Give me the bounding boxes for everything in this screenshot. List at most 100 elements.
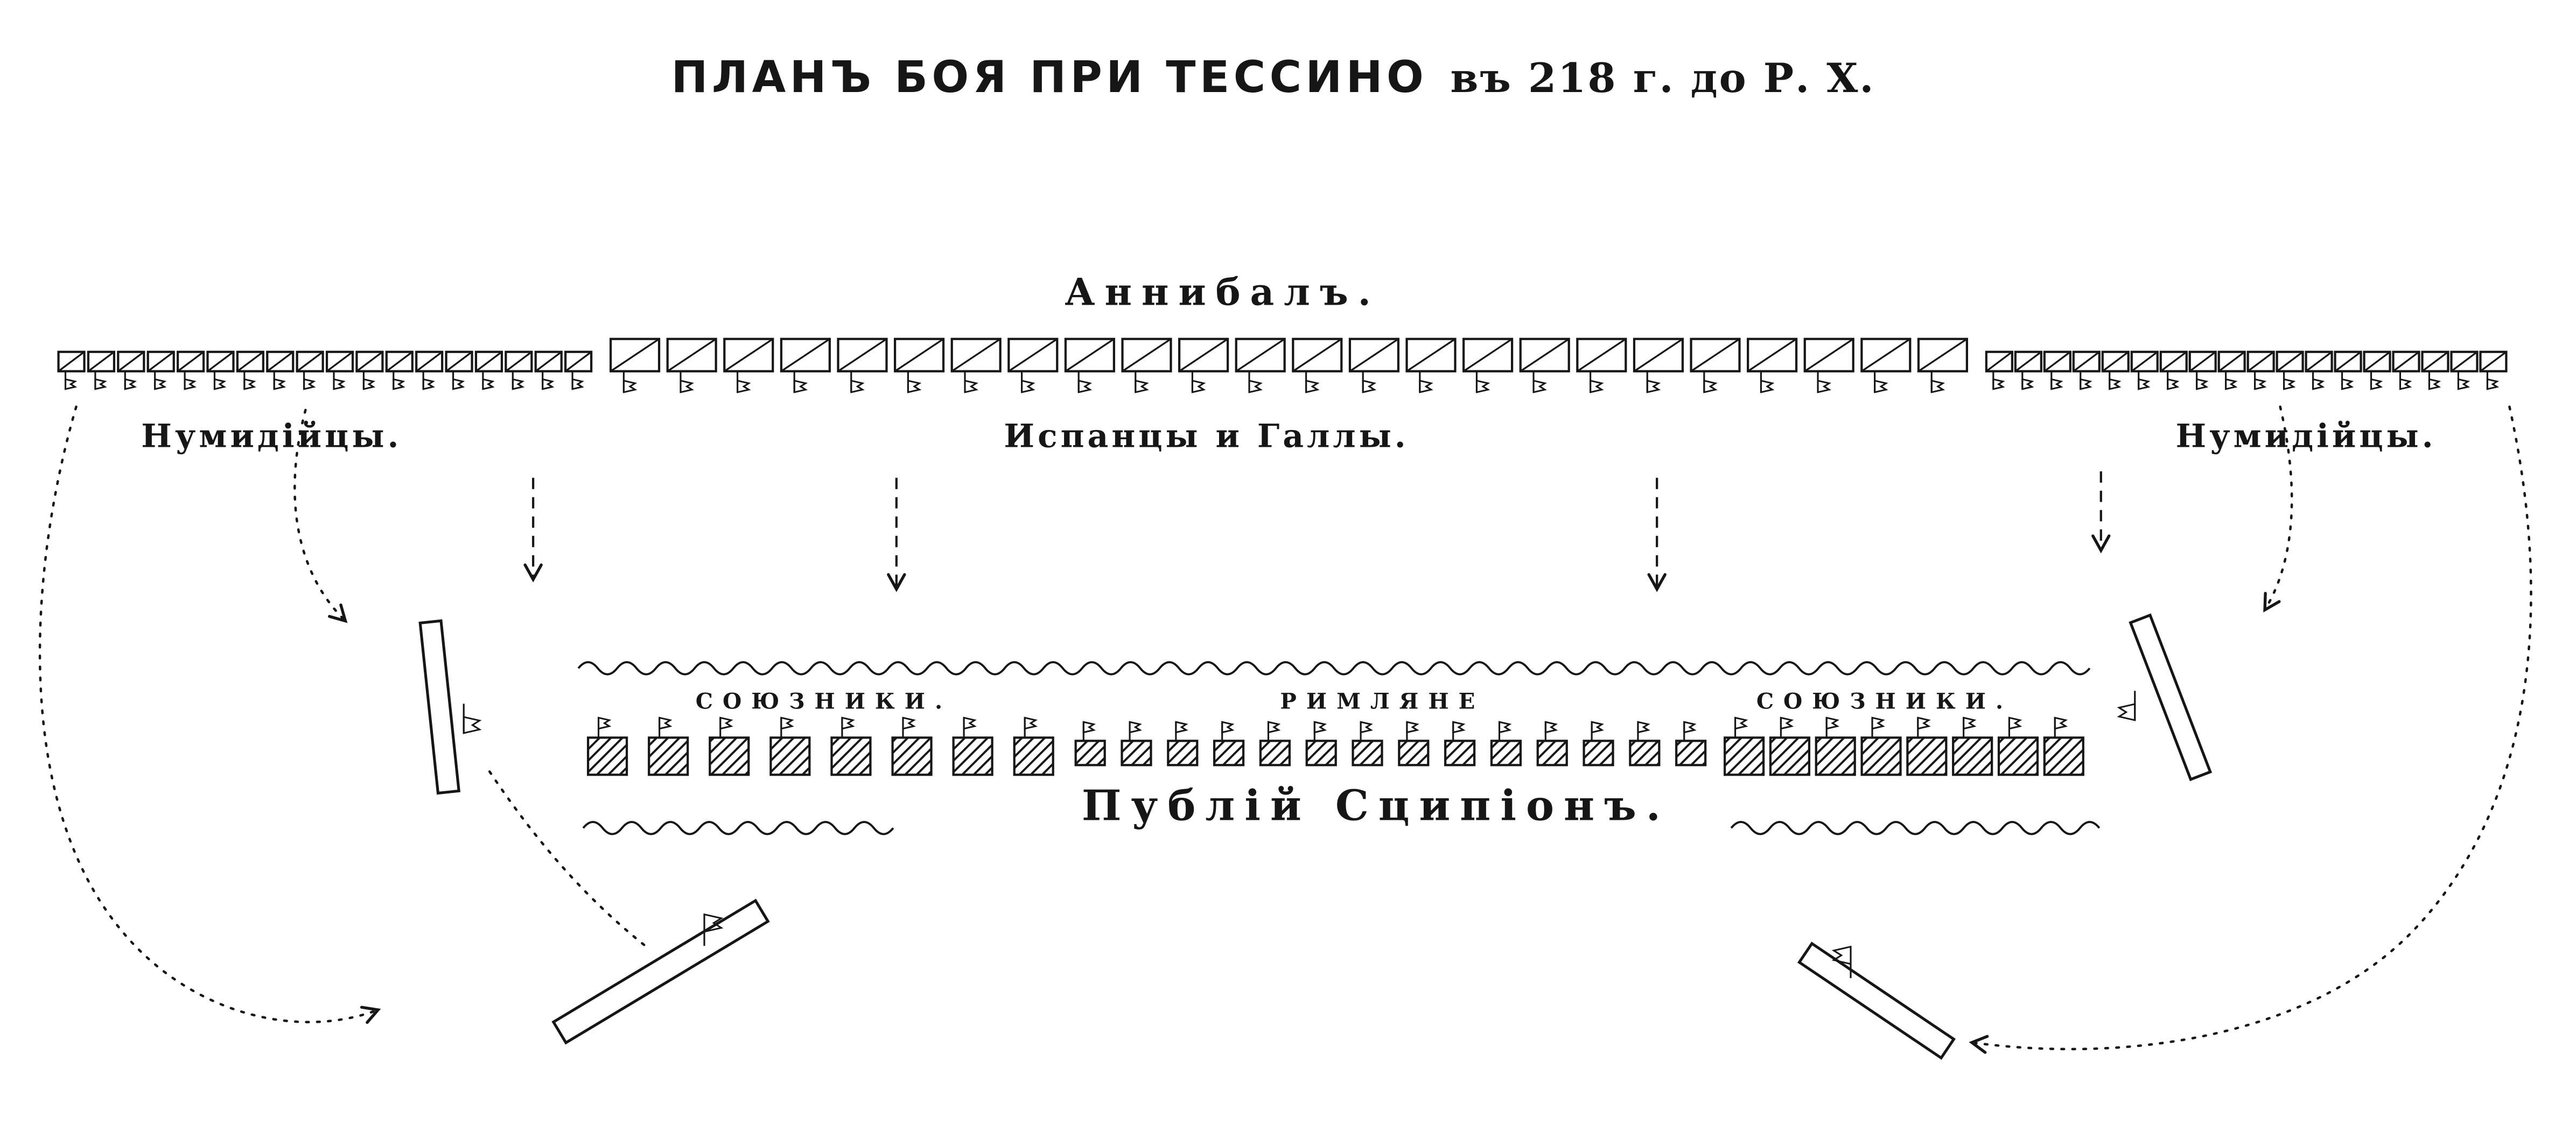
unit-box xyxy=(1013,736,1054,776)
unit-box xyxy=(2217,350,2246,372)
unit-box xyxy=(1629,740,1661,767)
flag-pennant xyxy=(2312,378,2325,390)
unit-box xyxy=(2043,736,2084,776)
page-title-main: ПЛАНЪ БОЯ ПРИ ТЕССИНО xyxy=(671,52,1428,103)
cavalry-bars-layer xyxy=(418,613,2213,1060)
flag-pennant xyxy=(1419,379,1433,393)
unit-box-diagonal xyxy=(58,351,85,372)
unit-box xyxy=(2072,350,2101,372)
flag-pennant xyxy=(2050,378,2063,390)
unit-box-diagonal xyxy=(894,338,944,372)
flag-pennant xyxy=(793,379,808,393)
unit-box xyxy=(1576,338,1627,372)
unit-box xyxy=(177,350,205,372)
formation-romans-center xyxy=(1074,721,1707,767)
unit-box xyxy=(117,350,145,372)
flag-pennant xyxy=(1021,379,1035,393)
unit-box-diagonal xyxy=(1065,338,1115,372)
unit-box-diagonal xyxy=(2480,351,2507,372)
unit-box-diagonal xyxy=(2305,351,2333,372)
flag-pennant xyxy=(2008,716,2022,730)
unit-box xyxy=(1583,740,1614,767)
formation-numidians-right xyxy=(1985,350,2508,390)
unit-box xyxy=(564,350,593,372)
flag-pennant xyxy=(1992,378,2005,390)
unit-box xyxy=(2043,350,2071,372)
unit-box-diagonal xyxy=(416,351,443,372)
unit-box xyxy=(894,338,945,372)
unit-box xyxy=(952,736,993,776)
unit-box-diagonal xyxy=(2218,351,2245,372)
unit-box-diagonal xyxy=(1747,338,1797,372)
unit-box-diagonal xyxy=(296,351,324,372)
flag-pennant xyxy=(571,378,584,390)
unit-box xyxy=(2276,350,2304,372)
flag-pennant xyxy=(213,378,227,390)
flag-pennant xyxy=(2021,378,2034,390)
unit-box-diagonal xyxy=(1918,338,1968,372)
cavalry-bar-rear-left-squadron xyxy=(551,898,770,1045)
numidians-left-label: Нумидійцы. xyxy=(141,418,402,455)
unit-box xyxy=(1398,740,1430,767)
flag-pennant xyxy=(1175,721,1188,734)
unit-box-diagonal xyxy=(2363,351,2391,372)
flag-pennant xyxy=(1267,721,1281,734)
spaniards-gauls-label: Испанцы и Галлы. xyxy=(1004,418,1409,455)
numidians-right-label: Нумидійцы. xyxy=(2176,418,2437,455)
unit-box xyxy=(2421,350,2449,372)
flag-pennant xyxy=(94,378,107,390)
unit-box xyxy=(415,350,444,372)
unit-box xyxy=(1167,740,1199,767)
flag-pennant xyxy=(482,378,495,390)
unit-box-diagonal xyxy=(1861,338,1911,372)
flag-pennant xyxy=(1191,379,1206,393)
unit-box xyxy=(385,350,414,372)
cavalry-bar xyxy=(2129,613,2213,782)
flag-pennant xyxy=(243,378,256,390)
allies-right-label: СОЮЗНИКИ. xyxy=(1756,688,2013,714)
unit-box xyxy=(1906,736,1948,776)
unit-box-diagonal xyxy=(177,351,205,372)
unit-box xyxy=(1803,338,1854,372)
unit-box xyxy=(1985,350,2013,372)
unit-box xyxy=(1952,736,1993,776)
formation-allies-left xyxy=(587,716,1054,776)
unit-box xyxy=(1178,338,1229,372)
unit-box xyxy=(723,338,774,372)
unit-box xyxy=(1860,736,1902,776)
flag-pennant xyxy=(850,379,865,393)
flag-pennant xyxy=(1591,721,1604,734)
unit-box xyxy=(1292,338,1343,372)
flag-pennant xyxy=(1874,379,1888,393)
cavalry-bar-left-wing-squadron xyxy=(418,619,482,795)
unit-box xyxy=(2392,350,2420,372)
flag-pennant xyxy=(2428,378,2441,390)
unit-box xyxy=(1348,338,1399,372)
unit-box-diagonal xyxy=(2276,351,2304,372)
unit-box xyxy=(2305,350,2333,372)
unit-box xyxy=(445,350,473,372)
unit-box xyxy=(206,350,235,372)
movement-arrow-left-rear-link xyxy=(488,770,651,951)
flag-pennant xyxy=(2486,378,2500,390)
flag-pennant xyxy=(719,716,733,730)
unit-box xyxy=(87,350,116,372)
flag-pennant xyxy=(463,716,482,734)
unit-box-diagonal xyxy=(535,351,562,372)
flag-pennant xyxy=(1475,379,1490,393)
unit-box-diagonal xyxy=(951,338,1001,372)
unit-box-diagonal xyxy=(780,338,830,372)
flag-pennant xyxy=(422,378,435,390)
unit-box-diagonal xyxy=(1235,338,1285,372)
unit-box xyxy=(355,350,384,372)
unit-box xyxy=(1405,338,1457,372)
flag-pennant xyxy=(1825,716,1839,730)
flag-pennant xyxy=(1930,379,1945,393)
flag-pennant xyxy=(1734,716,1748,730)
unit-box xyxy=(587,736,628,776)
unit-box xyxy=(1815,736,1856,776)
flag-pennant xyxy=(1590,379,1604,393)
unit-box-diagonal xyxy=(386,351,413,372)
allies-left-label: СОЮЗНИКИ. xyxy=(696,688,952,714)
